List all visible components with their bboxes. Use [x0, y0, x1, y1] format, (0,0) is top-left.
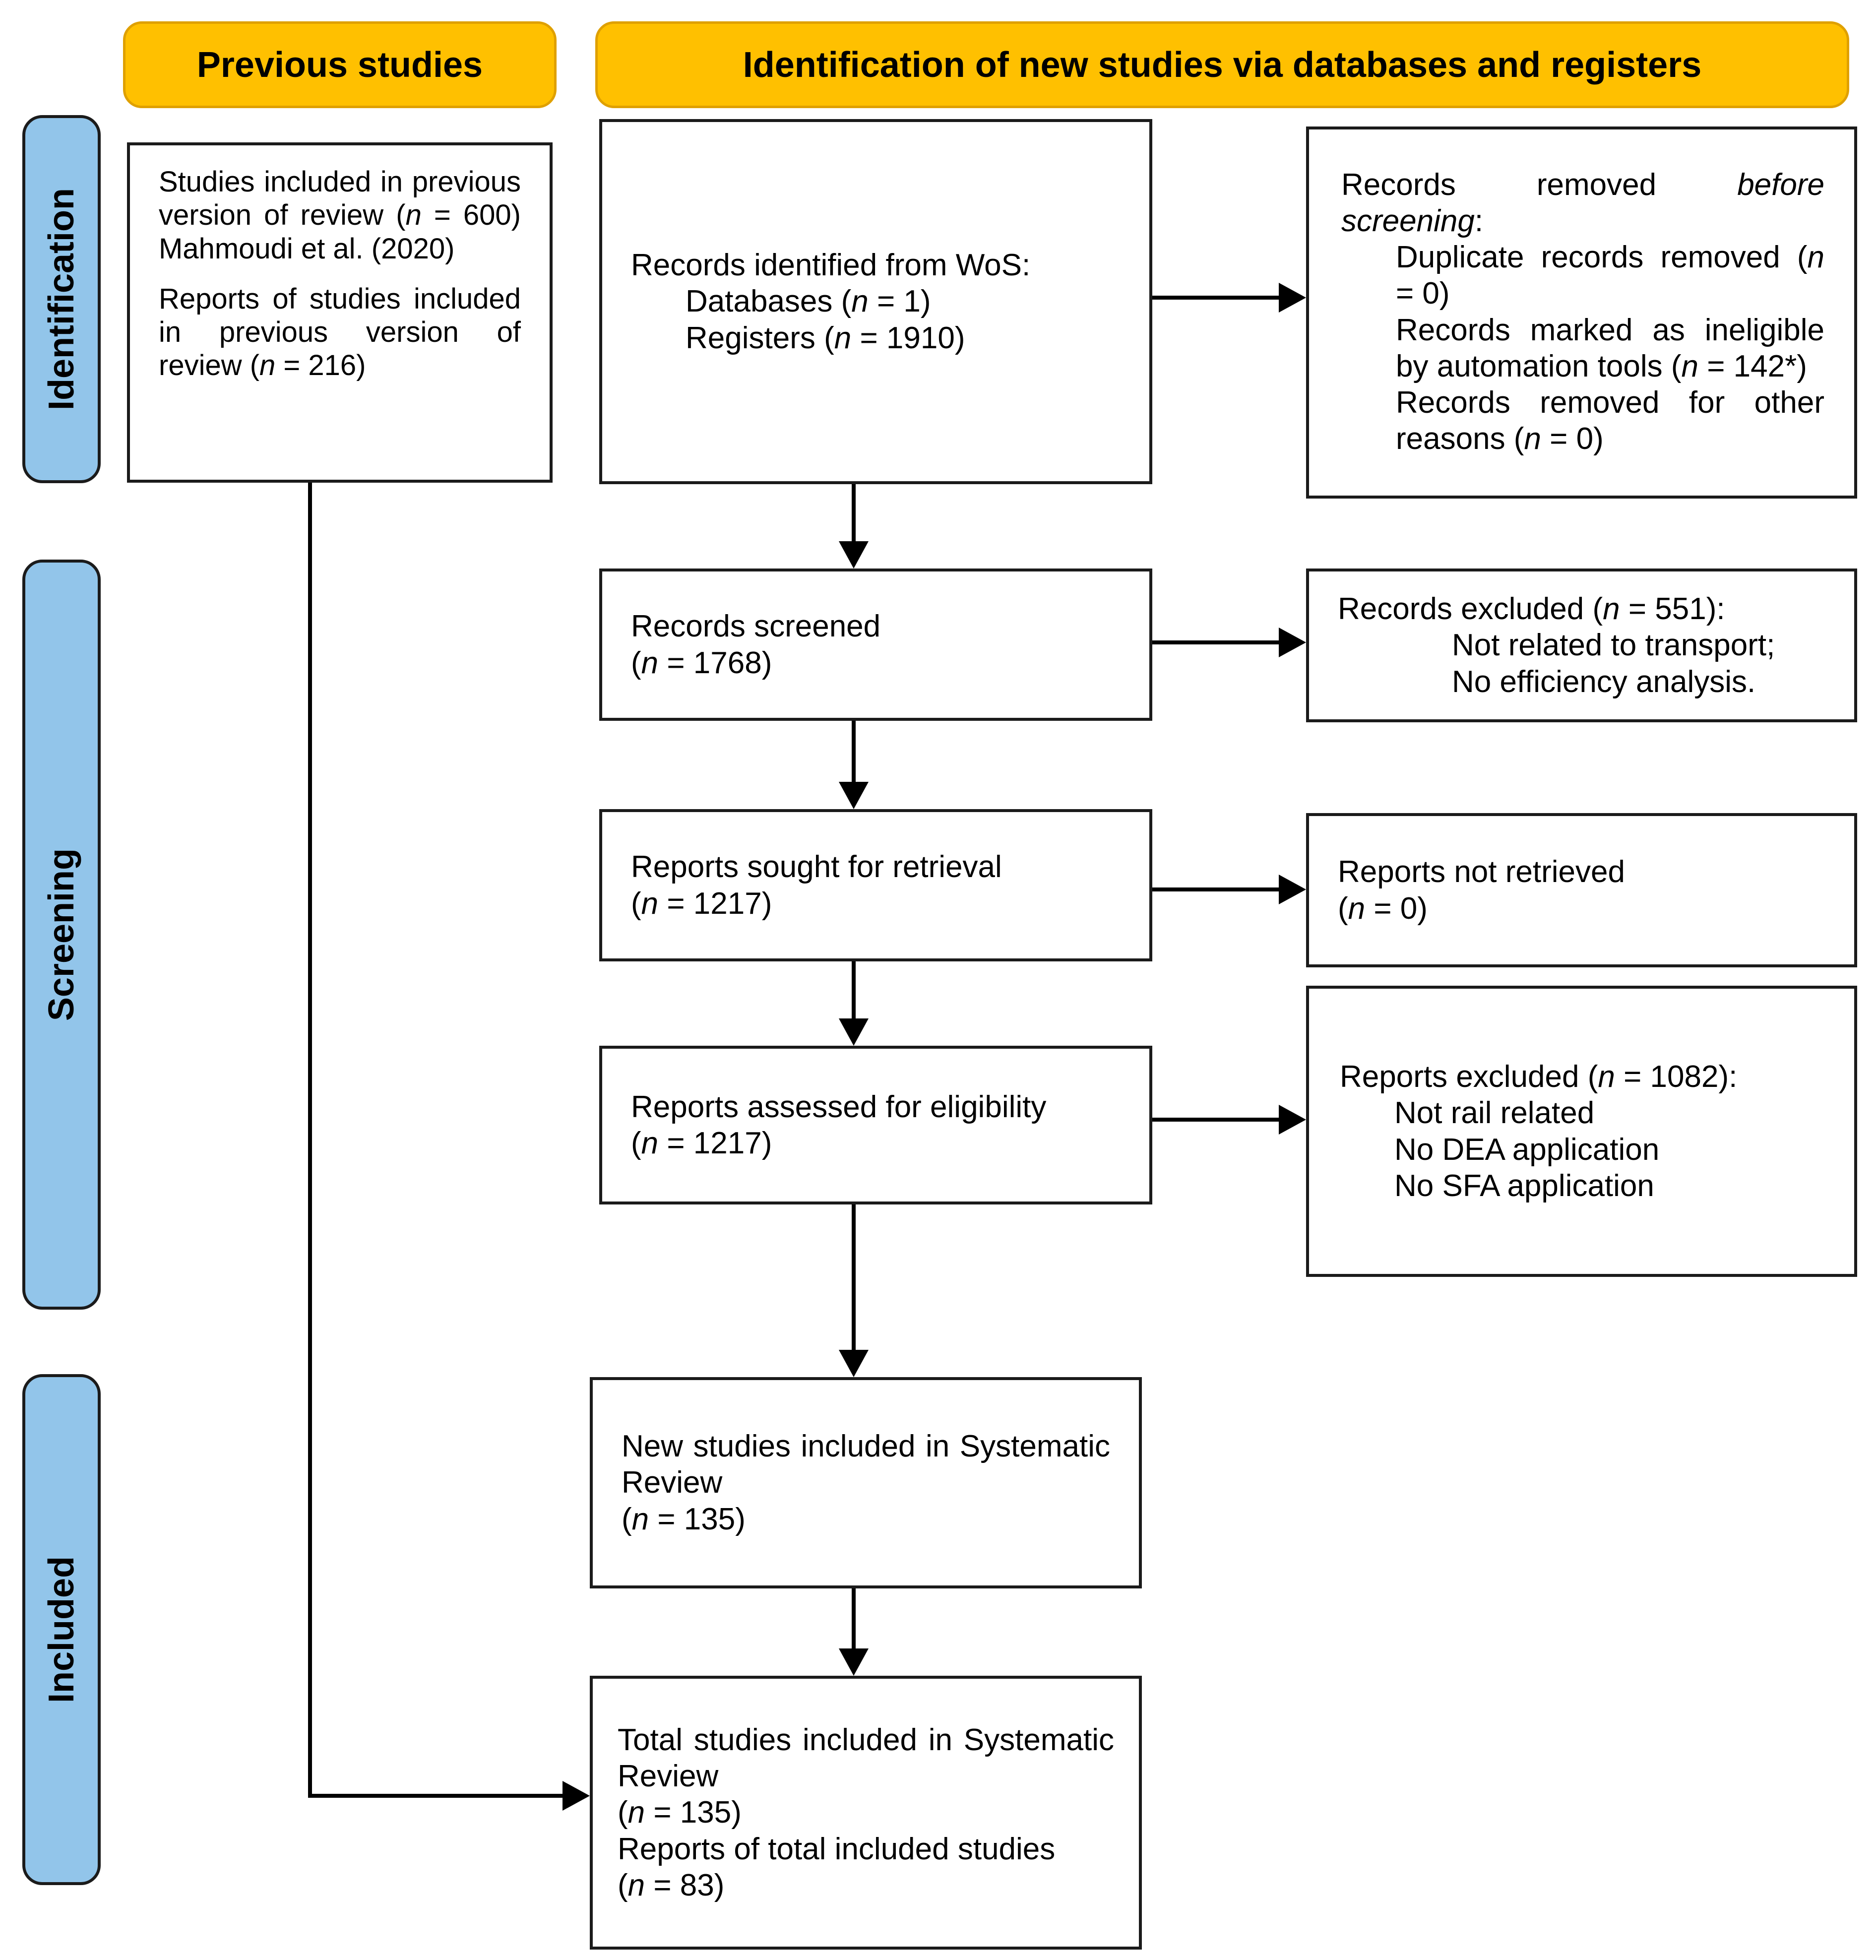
arrow-screened-to-sought-line — [852, 721, 856, 782]
header-new-studies-label: Identification of new studies via databa… — [743, 45, 1702, 85]
box-total-studies: Total studies included in Systematic Rev… — [590, 1676, 1142, 1950]
reports-excluded-item-1: Not rail related — [1394, 1096, 1595, 1131]
records-removed-item-3: Records removed for other reasons (n = 0… — [1396, 385, 1824, 456]
header-new-studies: Identification of new studies via databa… — [595, 21, 1849, 108]
arrow-assessed-to-reportsexcluded-line — [1152, 1118, 1279, 1122]
box-records-excluded: Records excluded (n = 551): Not related … — [1306, 569, 1857, 722]
reports-excluded-item-3: No SFA application — [1394, 1168, 1654, 1203]
arrow-sought-to-notretrieved-head — [1279, 875, 1306, 904]
sidebar-identification-label: Identification — [42, 188, 81, 410]
box-reports-not-retrieved: Reports not retrieved (n = 0) — [1306, 813, 1857, 967]
previous-studies-paragraph-1: Studies included in previous version of … — [159, 166, 521, 265]
arrow-screened-to-excluded-line — [1152, 640, 1279, 644]
header-previous-studies: Previous studies — [123, 21, 557, 108]
records-removed-heading: Records removed before screening: — [1341, 168, 1824, 239]
connector-previous-to-total-head — [563, 1781, 590, 1811]
box-records-removed: Records removed before screening: Duplic… — [1306, 126, 1857, 499]
new-studies-count: (n = 135) — [622, 1502, 746, 1536]
connector-previous-to-total-vertical — [308, 483, 312, 1798]
arrow-assessed-to-new-line — [852, 1204, 856, 1350]
records-screened-line-1: Records screened — [631, 609, 881, 644]
box-reports-excluded: Reports excluded (n = 1082): Not rail re… — [1306, 986, 1857, 1277]
total-studies-paragraph: Total studies included in Systematic Rev… — [618, 1723, 1114, 1794]
records-identified-line-2: Databases (n = 1) — [686, 284, 931, 319]
reports-sought-count: (n = 1217) — [631, 886, 772, 921]
arrow-identified-to-screened-line — [852, 484, 856, 547]
box-reports-sought: Reports sought for retrieval (n = 1217) — [599, 809, 1152, 961]
arrow-new-to-total-head — [839, 1648, 869, 1676]
connector-previous-to-total-horizontal — [308, 1794, 563, 1798]
reports-excluded-heading: Reports excluded (n = 1082): — [1340, 1060, 1738, 1094]
records-excluded-item-1: Not related to transport; — [1452, 628, 1775, 663]
reports-assessed-line-1: Reports assessed for eligibility — [631, 1089, 1047, 1124]
reports-sought-line-1: Reports sought for retrieval — [631, 850, 1002, 885]
arrow-assessed-to-new-head — [839, 1350, 869, 1377]
box-previous-studies: Studies included in previous version of … — [127, 142, 553, 483]
arrow-screened-to-excluded-head — [1279, 628, 1306, 657]
reports-assessed-count: (n = 1217) — [631, 1126, 772, 1160]
records-identified-line-1: Records identified from WoS: — [631, 248, 1031, 283]
total-studies-count-2: (n = 83) — [618, 1868, 725, 1902]
total-studies-line-3: Reports of total included studies — [618, 1832, 1056, 1866]
sidebar-included: Included — [22, 1374, 101, 1885]
arrow-new-to-total-line — [852, 1588, 856, 1648]
sidebar-identification: Identification — [22, 115, 101, 483]
records-screened-count: (n = 1768) — [631, 645, 772, 680]
new-studies-paragraph: New studies included in Systematic Revie… — [622, 1429, 1110, 1500]
arrow-identified-to-removed-line — [1152, 296, 1279, 300]
header-previous-studies-label: Previous studies — [196, 45, 483, 85]
box-records-screened: Records screened (n = 1768) — [599, 569, 1152, 721]
sidebar-included-label: Included — [42, 1556, 81, 1703]
box-reports-assessed: Reports assessed for eligibility (n = 12… — [599, 1046, 1152, 1204]
arrow-sought-to-assessed-line — [852, 961, 856, 1018]
arrow-sought-to-notretrieved-line — [1152, 887, 1279, 891]
reports-not-retrieved-line-1: Reports not retrieved — [1338, 855, 1625, 889]
records-identified-line-3: Registers (n = 1910) — [686, 320, 965, 355]
arrow-screened-to-sought-head — [839, 782, 869, 809]
reports-excluded-item-2: No DEA application — [1394, 1132, 1660, 1167]
box-new-studies: New studies included in Systematic Revie… — [590, 1377, 1142, 1588]
previous-studies-paragraph-2: Reports of studies included in previous … — [159, 282, 521, 382]
records-removed-item-1: Duplicate records removed (n = 0) — [1396, 240, 1824, 311]
arrow-assessed-to-reportsexcluded-head — [1279, 1105, 1306, 1135]
reports-not-retrieved-count: (n = 0) — [1338, 891, 1428, 926]
arrow-identified-to-screened-head — [839, 541, 869, 569]
sidebar-screening: Screening — [22, 560, 101, 1310]
arrow-identified-to-removed-head — [1279, 283, 1306, 313]
arrow-sought-to-assessed-head — [839, 1018, 869, 1046]
sidebar-screening-label: Screening — [42, 848, 81, 1021]
box-records-identified: Records identified from WoS: Databases (… — [599, 119, 1152, 484]
records-excluded-heading: Records excluded (n = 551): — [1338, 592, 1725, 627]
records-removed-item-2: Records marked as ineligible by automati… — [1396, 313, 1824, 383]
total-studies-count-1: (n = 135) — [618, 1795, 742, 1830]
records-excluded-item-2: No efficiency analysis. — [1452, 664, 1756, 699]
